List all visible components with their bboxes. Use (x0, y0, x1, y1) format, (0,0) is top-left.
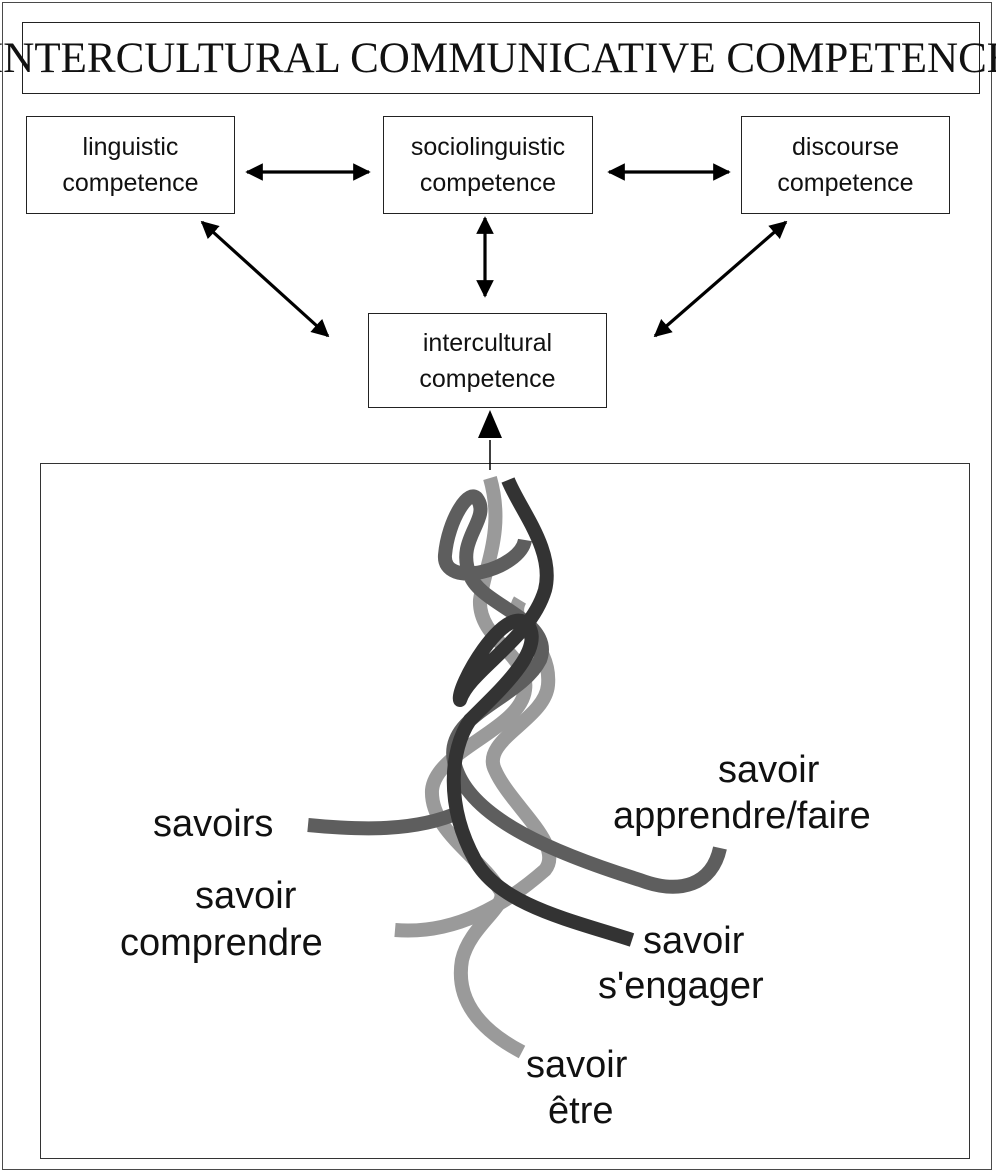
linguistic-intercultural-arrow (200, 220, 330, 338)
label-savoir-etre-line1: savoir (526, 1044, 628, 1086)
linguistic-competence-box: linguistic competence (26, 116, 235, 214)
savoirs-panel (40, 463, 970, 1159)
linguistic-label-line1: linguistic (82, 133, 179, 161)
sociolinguistic-label-line1: sociolinguistic (410, 133, 566, 161)
discourse-label-line1: discourse (791, 133, 899, 161)
intercultural-label-line2: competence (419, 364, 556, 393)
strand-savoirs (307, 805, 463, 836)
label-savoir-etre-line2: être (548, 1090, 613, 1132)
label-savoir-apprendre-line1: savoir (718, 749, 820, 791)
strand-savoir-etre (425, 476, 533, 1059)
label-savoir-sengager-line1: savoir (643, 920, 745, 962)
intercultural-competence-box: intercultural competence (368, 313, 607, 408)
linguistic-label-line2: competence (62, 169, 199, 197)
label-savoir-apprendre-line2: apprendre/faire (613, 795, 871, 837)
discourse-competence-box: discourse competence (741, 116, 950, 214)
sociolinguistic-label-line2: competence (419, 169, 557, 197)
label-savoirs: savoirs (153, 803, 273, 845)
strand-savoir-sengager (446, 477, 635, 947)
strands-to-intercultural-arrowhead (478, 410, 502, 438)
discourse-label-line2: competence (777, 169, 914, 197)
diagram-title: INTERCULTURAL COMMUNICATIVE COMPETENCE (0, 22, 996, 94)
sociolinguistic-competence-box: sociolinguistic competence (383, 116, 593, 214)
discourse-intercultural-arrow (653, 220, 788, 338)
label-savoir-sengager-line2: s'engager (598, 965, 764, 1007)
label-savoir-comprendre-line2: comprendre (120, 922, 323, 964)
intercultural-label-line1: intercultural (422, 328, 553, 357)
label-savoir-comprendre-line1: savoir (195, 875, 297, 917)
